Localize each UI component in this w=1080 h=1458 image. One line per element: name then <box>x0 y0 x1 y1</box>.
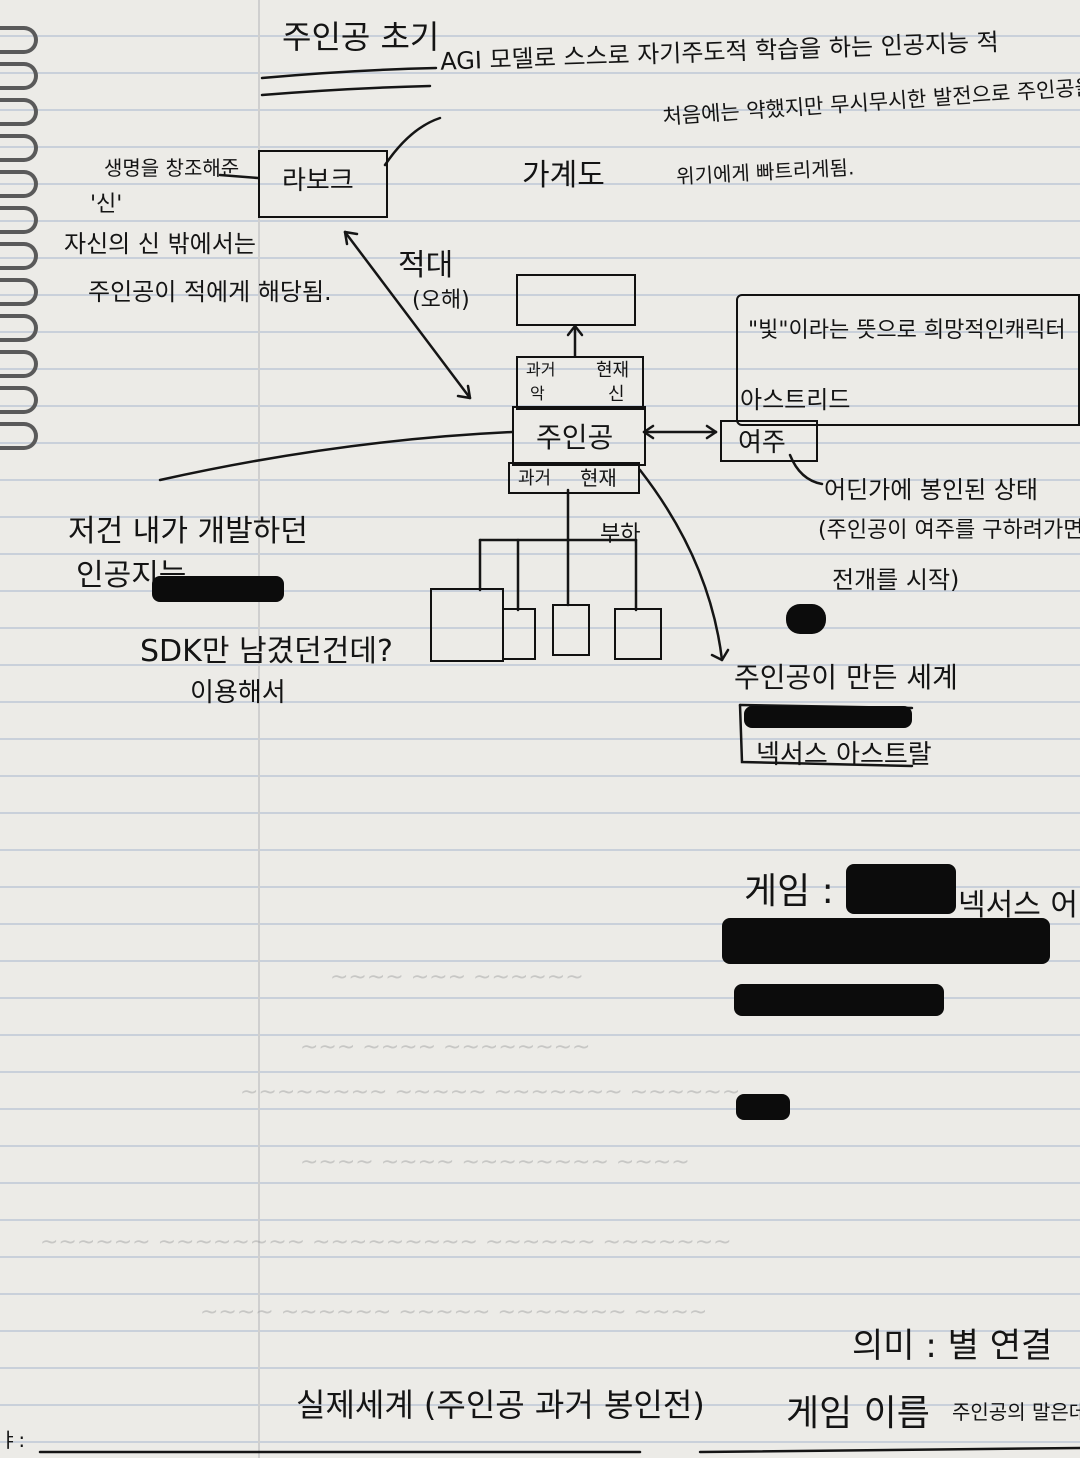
past-present-lower-box <box>508 462 640 494</box>
spiral-ring <box>0 422 38 450</box>
nexus-label: 넥서스 아스트랄 <box>756 740 932 770</box>
god-arrow <box>218 173 260 180</box>
spiral-ring <box>0 206 38 234</box>
astrid-label: 아스트리드 <box>740 386 851 414</box>
subordinate-box-2 <box>502 608 536 660</box>
god-note-2: '신' <box>90 192 123 217</box>
god-note-3: 자신의 신 밖에서는 <box>64 230 256 258</box>
god-note-4: 주인공이 적에게 해당됨. <box>88 278 332 306</box>
redaction-mark <box>786 604 826 634</box>
goddess-label: 여주 <box>738 428 786 458</box>
bleed-through-text: ~~~ ~~~~ ~~~~~~~~ <box>300 1035 591 1060</box>
meaning-note: 의미 : 별 연결 <box>852 1326 1053 1366</box>
redaction-mark <box>736 1094 790 1120</box>
subordinate-label: 부하 <box>600 522 641 547</box>
subordinate-box-3 <box>552 604 590 656</box>
margin-mark: ㅑ: <box>0 1428 26 1452</box>
title-underline <box>260 66 438 80</box>
god-note-1: 생명을 창조해준 <box>104 156 240 180</box>
game-nexus: 넥서스 어 <box>958 888 1078 923</box>
sealed-connector <box>788 453 824 486</box>
bleed-through-text: ~~~~ ~~~~~~ ~~~~~ ~~~~~~~ ~~~~ <box>200 1300 708 1325</box>
rescue-note-1: (주인공이 여주를 구하려가면서 <box>818 518 1080 543</box>
subordinate-box-1 <box>430 588 504 662</box>
robot-box <box>258 150 388 218</box>
spiral-ring <box>0 314 38 342</box>
protagonist-label: 주인공 <box>536 421 614 454</box>
bleed-through-text: ~~~~ ~~~~ ~~~~~~~~ ~~~~ <box>300 1150 690 1175</box>
last-words-note: 주인공의 말은데 <box>952 1400 1080 1424</box>
protagonist-box <box>512 406 646 466</box>
light-note: "빛"이라는 뜻으로 희망적인캐릭터 <box>748 318 1066 343</box>
spiral-ring <box>0 350 38 378</box>
past-mind-label: 과거 <box>526 360 556 379</box>
margin-line <box>258 0 260 1458</box>
bleed-through-text: ~~~~~~ ~~~~~~~~ ~~~~~~~~~ ~~~~~~ ~~~~~~~ <box>40 1230 732 1255</box>
world-connector <box>638 468 724 662</box>
hostile-sub-label: (오해) <box>412 288 470 313</box>
hostile-label: 적대 <box>398 248 454 283</box>
arrow-head <box>710 648 730 662</box>
robot-connector <box>383 116 442 167</box>
world-title: 주인공이 만든 세계 <box>734 661 958 694</box>
bleed-through-text: ~~~~ ~~~ ~~~~~~ <box>330 965 584 990</box>
past-mind-sub: 악 <box>530 384 545 403</box>
top-empty-box <box>516 274 636 326</box>
arrow-head <box>343 230 359 246</box>
redaction-mark <box>722 918 1050 964</box>
spiral-ring <box>0 98 38 126</box>
spiral-ring <box>0 26 38 54</box>
dev-connector <box>158 430 514 482</box>
goddess-box <box>720 420 818 462</box>
redaction-mark <box>734 984 944 1016</box>
game-label: 게임 : <box>744 871 834 912</box>
spiral-ring <box>0 386 38 414</box>
spiral-ring <box>0 62 38 90</box>
bleed-through-text: ~~~~~~~~ ~~~~~ ~~~~~~~ ~~~~~~ <box>240 1080 741 1105</box>
game-name-label: 게임 이름 <box>786 1393 930 1434</box>
dev-note-4: 이용해서 <box>190 678 286 708</box>
redaction-mark <box>744 706 912 728</box>
page-title: 주인공 초기 <box>282 18 440 56</box>
spiral-ring <box>0 278 38 306</box>
light-note-box <box>736 294 1080 426</box>
hostile-arrow <box>343 230 472 400</box>
dev-note-1: 저건 내가 개발하던 <box>68 514 308 549</box>
spiral-ring <box>0 134 38 162</box>
redaction-mark <box>846 864 956 914</box>
spiral-ring <box>0 170 38 198</box>
present-god-sub: 신 <box>608 384 625 405</box>
subordinate-box-4 <box>614 608 662 660</box>
rescue-note-2: 전개를 시작) <box>832 566 960 594</box>
title-underline <box>260 84 432 97</box>
present-label: 현재 <box>580 466 617 490</box>
arrow-head <box>566 324 584 337</box>
family-tree-label: 가계도 <box>522 158 605 193</box>
redaction-mark <box>152 576 284 602</box>
arrow-head <box>705 424 718 440</box>
past-present-upper-box <box>516 356 644 410</box>
past-label: 과거 <box>518 468 552 489</box>
world-bracket <box>738 703 914 768</box>
real-world-note: 실제세계 (주인공 과거 봉인전) <box>296 1386 705 1424</box>
dev-note-3: SDK만 남겼던건데? <box>140 634 393 669</box>
robot-label: 라보크 <box>282 166 354 196</box>
sealed-note: 어딘가에 봉인된 상태 <box>824 476 1038 504</box>
bottom-rule <box>698 1446 1080 1454</box>
spiral-ring <box>0 242 38 270</box>
present-god-label: 현재 <box>596 360 630 381</box>
arrow-head <box>456 384 472 400</box>
